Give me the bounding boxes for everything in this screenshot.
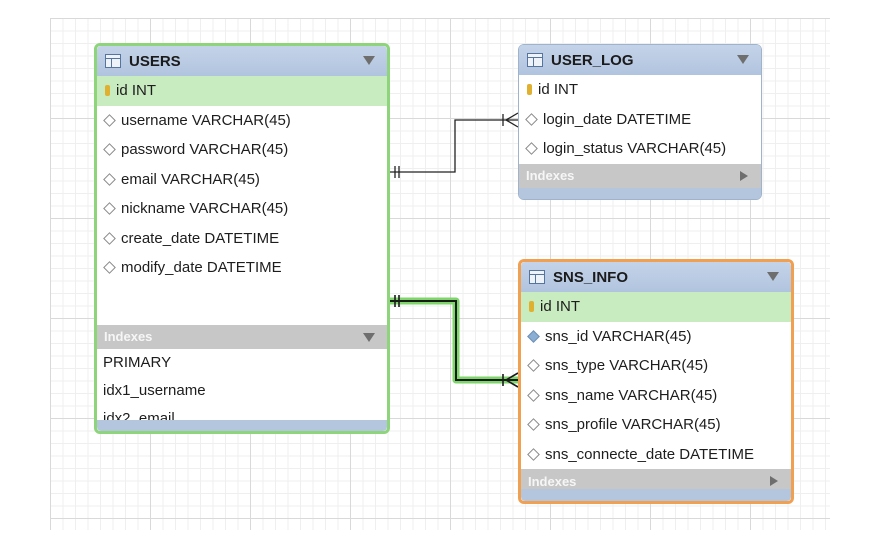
expand-arrow-icon[interactable]: [770, 476, 778, 486]
table-name: USER_LOG: [551, 51, 634, 69]
table-footer: [521, 489, 791, 501]
column-row[interactable]: modify_date DATETIME: [97, 253, 387, 283]
column-diamond-icon: [103, 113, 116, 127]
column-row[interactable]: sns_connecte_date DATETIME: [521, 440, 791, 470]
table-icon: [105, 54, 121, 68]
column-diamond-icon: [525, 112, 538, 126]
column-label: modify_date DATETIME: [121, 259, 282, 277]
column-row[interactable]: nickname VARCHAR(45): [97, 194, 387, 224]
table-footer: [97, 420, 387, 431]
column-label: login_date DATETIME: [543, 110, 692, 128]
table-icon: [527, 53, 543, 67]
indexes-label: Indexes: [528, 473, 577, 489]
column-label: sns_connecte_date DATETIME: [545, 445, 754, 463]
column-row[interactable]: username VARCHAR(45): [97, 106, 387, 136]
table-icon: [529, 270, 545, 284]
column-row[interactable]: sns_name VARCHAR(45): [521, 381, 791, 411]
table-name: USERS: [129, 52, 181, 70]
column-diamond-icon: [527, 418, 540, 432]
column-label: id INT: [116, 82, 157, 100]
index-item[interactable]: idx1_username: [103, 382, 206, 399]
column-label: id INT: [540, 298, 581, 316]
table-header[interactable]: USERS: [97, 46, 387, 76]
indexes-bar[interactable]: Indexes: [519, 163, 761, 188]
column-diamond-icon: [527, 388, 540, 402]
table-sns-info[interactable]: SNS_INFO id INT sns_id VARCHAR(45) sns_t…: [518, 259, 794, 504]
collapse-chevron-icon[interactable]: [767, 272, 779, 281]
table-users[interactable]: USERS id INT username VARCHAR(45) passwo…: [94, 43, 390, 434]
table-header[interactable]: USER_LOG: [519, 45, 761, 75]
collapse-chevron-icon[interactable]: [737, 55, 749, 64]
primary-key-icon: [527, 84, 532, 96]
column-label: username VARCHAR(45): [121, 111, 291, 129]
column-diamond-icon: [525, 142, 538, 156]
column-row[interactable]: sns_type VARCHAR(45): [521, 351, 791, 381]
column-label: sns_id VARCHAR(45): [545, 327, 692, 345]
column-diamond-icon: [103, 231, 116, 245]
expand-arrow-icon[interactable]: [740, 170, 748, 181]
table-name: SNS_INFO: [553, 268, 629, 286]
column-row[interactable]: id INT: [97, 76, 387, 106]
column-row[interactable]: sns_id VARCHAR(45): [521, 322, 791, 352]
column-diamond-icon: [527, 447, 540, 461]
column-row[interactable]: create_date DATETIME: [97, 224, 387, 254]
column-row[interactable]: password VARCHAR(45): [97, 135, 387, 165]
column-row[interactable]: login_status VARCHAR(45): [519, 134, 761, 164]
column-row[interactable]: login_date DATETIME: [519, 105, 761, 135]
column-label: id INT: [538, 81, 579, 99]
column-diamond-icon: [527, 359, 540, 373]
indexes-label: Indexes: [104, 329, 153, 344]
column-label: sns_name VARCHAR(45): [545, 386, 718, 404]
column-diamond-icon: [103, 172, 116, 186]
column-label: email VARCHAR(45): [121, 170, 260, 188]
indexes-bar[interactable]: Indexes: [97, 324, 387, 349]
primary-key-icon: [529, 301, 534, 313]
table-user-log[interactable]: USER_LOG id INT login_date DATETIME logi…: [518, 44, 762, 200]
column-row[interactable]: id INT: [519, 75, 761, 105]
column-label: login_status VARCHAR(45): [543, 140, 727, 158]
column-row[interactable]: sns_profile VARCHAR(45): [521, 410, 791, 440]
column-label: create_date DATETIME: [121, 229, 280, 247]
table-header[interactable]: SNS_INFO: [521, 262, 791, 292]
column-diamond-icon: [103, 143, 116, 157]
indexes-chevron-icon[interactable]: [363, 332, 375, 342]
collapse-chevron-icon[interactable]: [363, 56, 375, 65]
column-diamond-icon: [103, 202, 116, 216]
column-row[interactable]: id INT: [521, 292, 791, 322]
indexes-label: Indexes: [526, 168, 575, 183]
column-diamond-icon: [103, 261, 116, 275]
index-item[interactable]: PRIMARY: [103, 354, 172, 371]
foreign-key-diamond-icon: [527, 329, 540, 343]
spacer: [97, 283, 387, 325]
column-label: sns_type VARCHAR(45): [545, 357, 709, 375]
column-label: password VARCHAR(45): [121, 141, 289, 159]
table-footer: [519, 188, 761, 199]
column-label: sns_profile VARCHAR(45): [545, 416, 721, 434]
column-label: nickname VARCHAR(45): [121, 200, 289, 218]
column-row[interactable]: email VARCHAR(45): [97, 165, 387, 195]
primary-key-icon: [105, 85, 110, 97]
